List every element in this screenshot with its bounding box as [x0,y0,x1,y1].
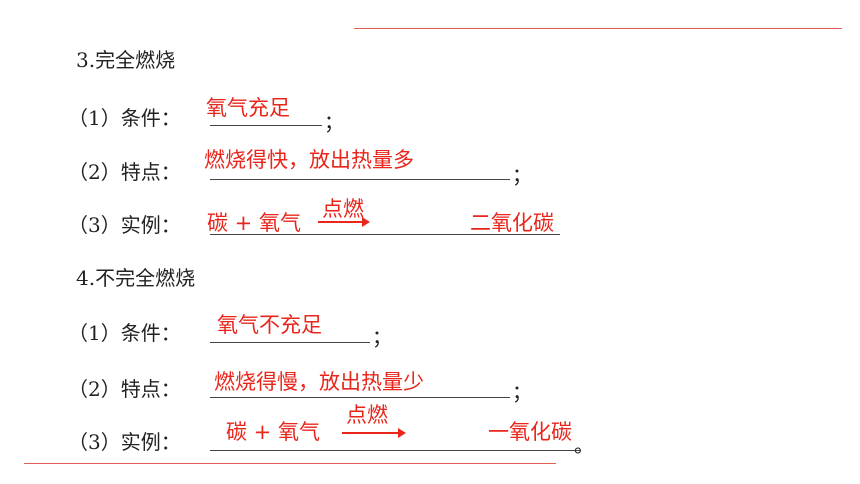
top-decorative-rule [354,28,842,29]
section3-condition-blank [210,125,322,126]
section4-feature-answer: 燃烧得慢，放出热量少 [214,370,424,394]
section4-condition-label: （1）条件： [68,321,181,345]
section4-feature-end: ； [512,380,532,404]
section4-example-end: 。 [574,433,594,457]
section4-feature-label: （2）特点： [68,377,181,401]
section4-feature-blank [210,397,510,398]
section3-feature-label: （2）特点： [68,160,181,184]
section3-feature-blank [210,179,510,180]
section3-example-reactants: 碳 + 氧气 [207,211,301,235]
section3-heading: 3.完全燃烧 [76,48,176,72]
section4-example-product: 一氧化碳 [488,420,572,444]
section3-condition-end: ； [324,110,344,134]
section4-condition-answer: 氧气不充足 [217,313,322,337]
section3-feature-answer: 燃烧得快，放出热量多 [204,148,414,172]
section3-reaction-arrow [318,217,370,227]
section4-reaction-arrow [342,428,406,438]
section4-example-label: （3）实例： [68,430,181,454]
section3-example-product: 二氧化碳 [470,211,554,235]
section4-example-reactants: 碳 + 氧气 [226,420,320,444]
section3-example-condition: 点燃 [322,197,364,221]
section3-condition-label: （1）条件： [68,106,181,130]
section4-condition-end: ； [372,325,392,349]
section3-example-label: （3）实例： [68,213,181,237]
section3-example-blank [210,234,560,235]
section4-condition-blank [210,342,370,343]
section4-heading: 4.不完全燃烧 [76,266,196,290]
section3-condition-answer: 氧气充足 [206,96,290,120]
bottom-decorative-rule [24,463,556,464]
section4-example-blank [210,450,580,451]
section4-example-condition: 点燃 [346,403,388,427]
section3-feature-end: ； [512,163,532,187]
